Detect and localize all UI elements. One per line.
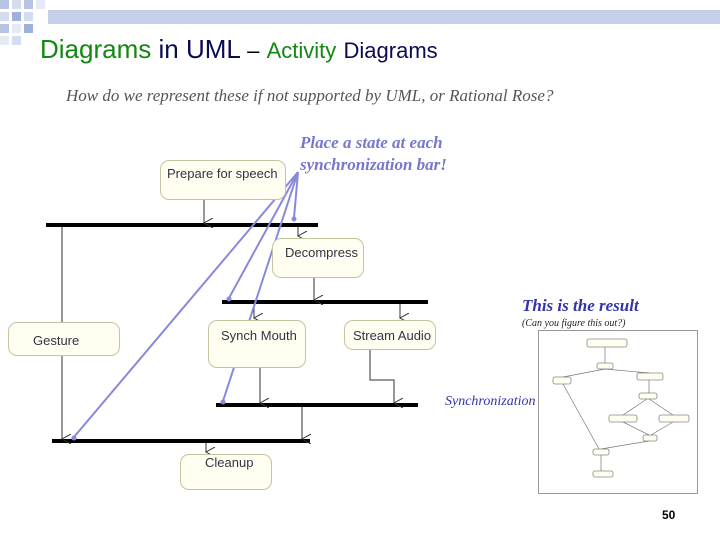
result-thumbnail: [538, 330, 698, 494]
thumb-state: [608, 414, 638, 423]
state-gesture: Gesture: [8, 322, 120, 356]
callout-line-1: Place a state at each: [300, 133, 443, 152]
callout-arrow-heads: [71, 216, 297, 441]
decor-square: [0, 24, 9, 33]
result-subtitle: (Can you figure this out?): [522, 318, 626, 329]
thumb-state: [592, 448, 610, 456]
thumb-state: [642, 434, 658, 442]
thumb-state: [638, 392, 658, 400]
title-word-diagrams-2: Diagrams: [343, 38, 438, 63]
decor-square: [12, 36, 21, 45]
slide-title: Diagrams in UML – Activity Diagrams: [40, 34, 438, 65]
thumb-state: [596, 362, 614, 370]
callout-arrows: [73, 171, 299, 438]
slide-subtitle: How do we represent these if not support…: [66, 86, 554, 105]
callout-note: Place a state at each synchronization ba…: [300, 132, 447, 176]
result-title: This is the result: [522, 296, 639, 315]
decor-square: [24, 12, 33, 21]
thumb-state: [658, 414, 690, 423]
decor-square: [36, 0, 45, 9]
decor-square: [24, 24, 33, 33]
callout-dot-bar4: [71, 435, 77, 441]
title-rule: [48, 10, 720, 24]
thumbnail-diagram: [552, 338, 690, 478]
callout-arrow-bar1: [293, 171, 299, 219]
decor-square: [12, 12, 21, 21]
callout-arrow-bar2: [228, 171, 299, 299]
decor-square: [12, 0, 21, 9]
state-synch-mouth: Synch Mouth: [208, 320, 306, 368]
thumb-flow: [562, 347, 674, 471]
page-number: 50: [662, 508, 676, 522]
flow-stream-audio-to-bar4: [369, 350, 394, 403]
title-word-activity: Activity: [266, 38, 337, 63]
callout-dot-bar3: [220, 399, 226, 405]
callout-dot-bar2: [226, 296, 232, 302]
callout-arrow-bar4: [73, 171, 299, 438]
decor-square: [0, 0, 9, 9]
thumb-state: [552, 376, 572, 385]
decor-square: [0, 36, 9, 45]
decor-square: [0, 12, 9, 21]
title-word-in-uml: in UML: [158, 34, 240, 64]
synchronization-label: Synchronization: [445, 394, 536, 409]
state-stream-audio: Stream Audio: [344, 320, 436, 350]
title-word-diagrams: Diagrams: [40, 34, 152, 64]
callout-line-2: synchronization bar!: [300, 155, 447, 174]
state-decompress: Decompress: [272, 238, 364, 278]
state-cleanup: Cleanup: [180, 454, 272, 490]
thumb-state: [636, 372, 664, 381]
state-prepare-for-speech: Prepare for speech: [160, 160, 286, 200]
thumb-state: [592, 470, 614, 478]
decor-square: [12, 24, 21, 33]
callout-dot-bar1: [291, 216, 297, 222]
title-dash: –: [247, 38, 260, 63]
decor-square: [24, 0, 33, 9]
thumb-state: [586, 338, 628, 348]
